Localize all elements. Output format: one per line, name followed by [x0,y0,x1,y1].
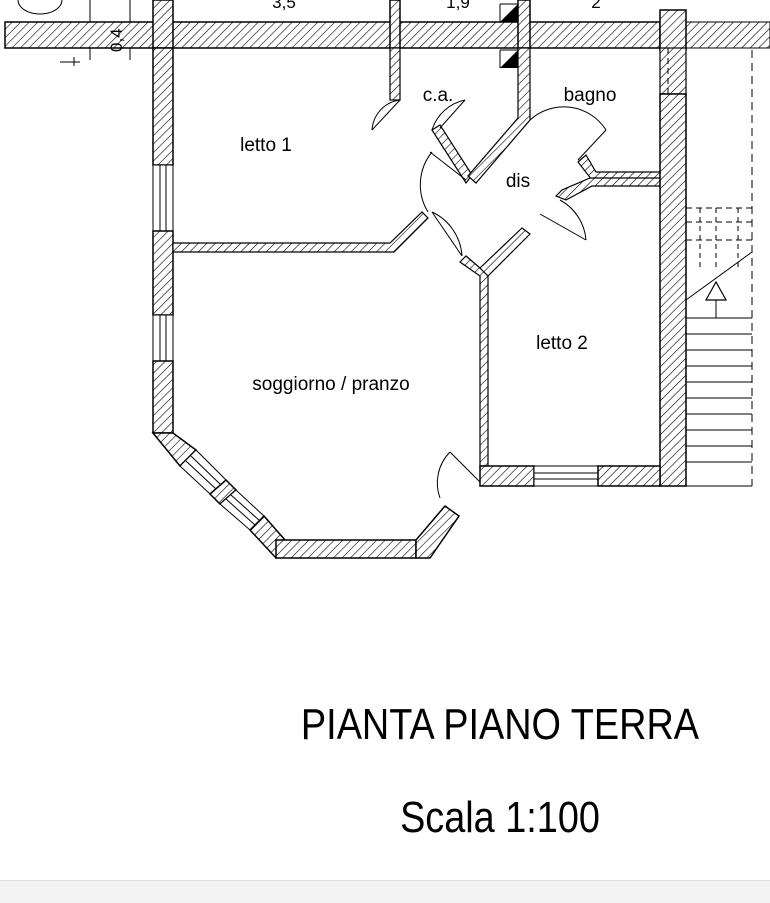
wall-letto2-top [554,177,661,201]
wall-top-4 [659,9,687,51]
door-swings [371,99,607,499]
bay-wall-bottom-right [415,504,461,559]
top-left-circle [17,0,63,15]
flue-marker-2 [500,50,518,68]
wall-bagno-bottom [577,154,661,181]
flue-marker-1 [500,4,518,22]
left-window-2 [152,314,174,362]
dimension-top-c: 2 [591,0,600,12]
wall-top-1 [152,0,174,49]
dimension-left: 0,4 [107,28,126,52]
wall-top-3 [517,0,531,49]
room-label-bagno: bagno [564,85,617,106]
right-wall-band [685,21,770,49]
room-label-letto2: letto 2 [536,333,588,354]
main-wall-band [4,21,661,49]
room-label-dis: dis [506,171,530,192]
letto2-window [533,465,599,487]
room-label-soggiorno: soggiorno / pranzo [252,374,409,395]
wall-top-2 [389,0,401,49]
left-wall-lower [152,360,174,434]
staircase [685,50,753,487]
wall-ca-diag [431,124,473,185]
wall-right-outer [659,93,687,487]
wall-bagno-right [659,47,687,95]
bottom-bar [0,880,770,903]
left-wall-mid [152,230,174,316]
wall-ca-right [467,47,531,184]
plan-scale: Scala 1:100 [400,793,600,842]
wall-letto2-left [459,255,489,467]
plan-title: PIANTA PIANO TERRA [300,700,700,749]
left-window-1 [152,164,174,232]
wall-letto2-bottom-right [597,465,661,487]
wall-letto2-bottom-left [479,465,535,487]
bottom-wall [275,539,417,559]
room-label-ca: c.a. [423,85,454,106]
wall-ca-left [389,47,401,101]
dimension-top-a: 3,5 [272,0,296,12]
floor-plan: 3,5 1,9 2 0,4 c.a. bagno letto 1 dis let… [4,0,770,560]
left-wall-upper [152,47,174,166]
dimension-top-b: 1,9 [446,0,470,12]
wall-letto1-soggiorno [172,211,429,253]
wall-dis-lower [479,227,531,277]
room-label-letto1: letto 1 [240,135,292,156]
